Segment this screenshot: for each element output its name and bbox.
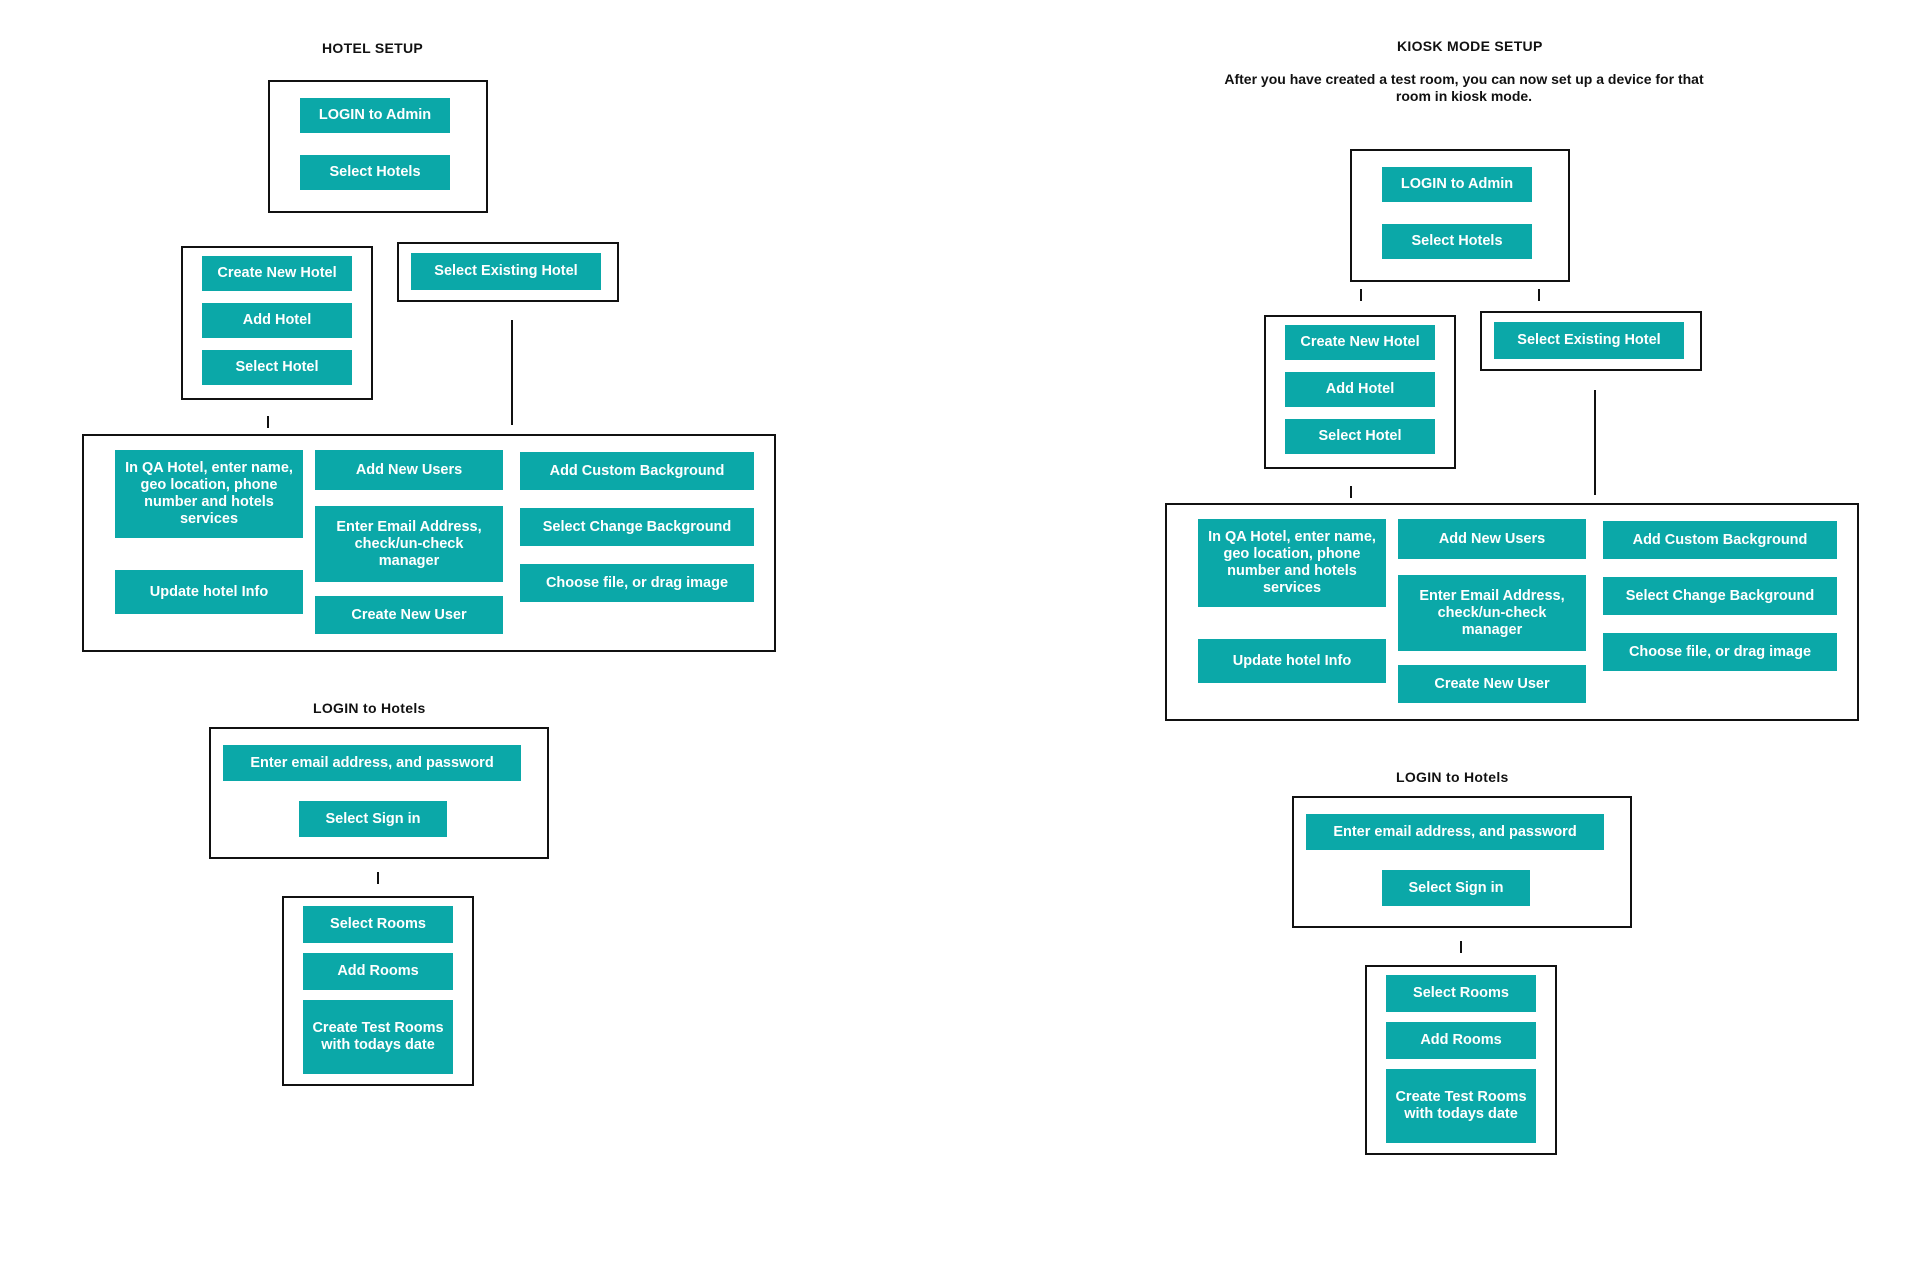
login-admin-step[interactable]: LOGIN to Admin [300, 98, 450, 133]
rooms-group: Select Rooms Add Rooms Create Test Rooms… [1365, 965, 1557, 1155]
create-test-rooms-step[interactable]: Create Test Rooms with todays date [303, 1000, 453, 1074]
connector-line [267, 416, 269, 428]
kiosk-intro-text: After you have created a test room, you … [1224, 71, 1704, 104]
hotel-setup-heading: HOTEL SETUP [322, 40, 424, 56]
create-new-user-step[interactable]: Create New User [1398, 665, 1586, 703]
add-new-users-step[interactable]: Add New Users [315, 450, 503, 490]
select-rooms-step[interactable]: Select Rooms [1386, 975, 1536, 1012]
add-new-users-step[interactable]: Add New Users [1398, 519, 1586, 559]
enter-credentials-step[interactable]: Enter email address, and password [223, 745, 521, 781]
update-hotel-info-step[interactable]: Update hotel Info [115, 570, 303, 614]
create-new-hotel-step[interactable]: Create New Hotel [1285, 325, 1435, 360]
add-rooms-step[interactable]: Add Rooms [1386, 1022, 1536, 1059]
rooms-group: Select Rooms Add Rooms Create Test Rooms… [282, 896, 474, 1086]
login-hotels-heading: LOGIN to Hotels [1396, 769, 1509, 785]
select-change-background-step[interactable]: Select Change Background [1603, 577, 1837, 615]
admin-login-group: LOGIN to Admin Select Hotels [1350, 149, 1570, 282]
create-new-user-step[interactable]: Create New User [315, 596, 503, 634]
login-admin-step[interactable]: LOGIN to Admin [1382, 167, 1532, 202]
connector-line [1460, 941, 1462, 953]
add-hotel-step[interactable]: Add Hotel [1285, 372, 1435, 407]
connector-line [1360, 289, 1362, 301]
add-hotel-step[interactable]: Add Hotel [202, 303, 352, 338]
select-change-background-step[interactable]: Select Change Background [520, 508, 754, 546]
admin-login-group: LOGIN to Admin Select Hotels [268, 80, 488, 213]
connector-line [1538, 289, 1540, 301]
create-new-hotel-step[interactable]: Create New Hotel [202, 256, 352, 291]
existing-hotel-group: Select Existing Hotel [397, 242, 619, 302]
select-hotel-step[interactable]: Select Hotel [1285, 419, 1435, 454]
new-hotel-group: Create New Hotel Add Hotel Select Hotel [181, 246, 373, 400]
update-hotel-info-step[interactable]: Update hotel Info [1198, 639, 1386, 683]
select-rooms-step[interactable]: Select Rooms [303, 906, 453, 943]
connector-line [511, 320, 513, 425]
enter-email-step[interactable]: Enter Email Address, check/un-check mana… [1398, 575, 1586, 651]
existing-hotel-group: Select Existing Hotel [1480, 311, 1702, 371]
hotel-setup-flow: HOTEL SETUP LOGIN to Admin Select Hotels… [82, 40, 776, 1086]
enter-credentials-step[interactable]: Enter email address, and password [1306, 814, 1604, 850]
select-hotel-step[interactable]: Select Hotel [202, 350, 352, 385]
add-custom-background-step[interactable]: Add Custom Background [520, 452, 754, 490]
select-sign-in-step[interactable]: Select Sign in [1382, 870, 1530, 906]
hotel-configuration-group: In QA Hotel, enter name, geo location, p… [1165, 503, 1859, 721]
kiosk-setup-heading: KIOSK MODE SETUP [1397, 38, 1543, 54]
select-existing-hotel-step[interactable]: Select Existing Hotel [411, 253, 601, 290]
connector-line [1594, 390, 1596, 495]
add-rooms-step[interactable]: Add Rooms [303, 953, 453, 990]
kiosk-setup-flow: KIOSK MODE SETUP After you have created … [1104, 0, 1920, 1274]
hotel-details-step[interactable]: In QA Hotel, enter name, geo location, p… [1198, 519, 1386, 607]
select-hotels-step[interactable]: Select Hotels [1382, 224, 1532, 259]
login-hotels-heading: LOGIN to Hotels [313, 700, 426, 716]
connector-line [377, 872, 379, 884]
create-test-rooms-step[interactable]: Create Test Rooms with todays date [1386, 1069, 1536, 1143]
hotels-login-group: Enter email address, and password Select… [1292, 796, 1632, 928]
choose-file-step[interactable]: Choose file, or drag image [1603, 633, 1837, 671]
hotels-login-group: Enter email address, and password Select… [209, 727, 549, 859]
hotel-details-step[interactable]: In QA Hotel, enter name, geo location, p… [115, 450, 303, 538]
choose-file-step[interactable]: Choose file, or drag image [520, 564, 754, 602]
connector-line [1350, 486, 1352, 498]
enter-email-step[interactable]: Enter Email Address, check/un-check mana… [315, 506, 503, 582]
select-hotels-step[interactable]: Select Hotels [300, 155, 450, 190]
new-hotel-group: Create New Hotel Add Hotel Select Hotel [1264, 315, 1456, 469]
select-sign-in-step[interactable]: Select Sign in [299, 801, 447, 837]
add-custom-background-step[interactable]: Add Custom Background [1603, 521, 1837, 559]
hotel-configuration-group: In QA Hotel, enter name, geo location, p… [82, 434, 776, 652]
select-existing-hotel-step[interactable]: Select Existing Hotel [1494, 322, 1684, 359]
